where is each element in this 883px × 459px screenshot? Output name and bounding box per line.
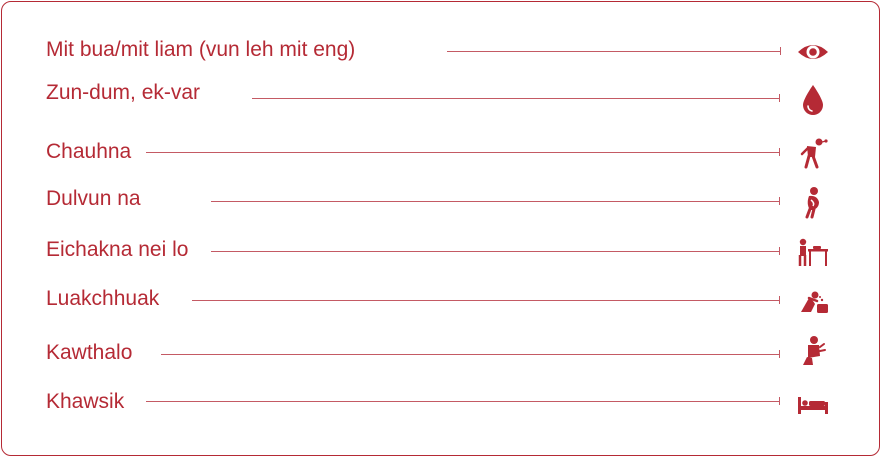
connector-line bbox=[211, 251, 779, 253]
symptom-row: Kawthalo bbox=[0, 336, 883, 380]
symptom-label: Khawsik bbox=[46, 390, 125, 413]
symptom-label: Eichakna nei lo bbox=[46, 238, 189, 261]
symptom-label: Mit bua/mit liam (vun leh mit eng) bbox=[46, 38, 356, 61]
stomach-ache-icon bbox=[795, 184, 831, 220]
connector-line bbox=[252, 98, 779, 100]
connector-line bbox=[161, 354, 779, 356]
connector-end bbox=[779, 94, 781, 102]
symptom-label: Dulvun na bbox=[46, 187, 141, 210]
connector-end bbox=[780, 47, 782, 55]
symptom-row: Dulvun na bbox=[0, 186, 883, 226]
symptom-row: Luakchhuak bbox=[0, 286, 883, 326]
symptom-label: Luakchhuak bbox=[46, 287, 160, 310]
connector-end bbox=[779, 350, 781, 358]
fever-bed-icon bbox=[795, 384, 831, 420]
connector-end bbox=[779, 148, 781, 156]
connector-end bbox=[779, 197, 781, 205]
connector-line bbox=[192, 300, 779, 302]
connector-line bbox=[146, 401, 779, 403]
symptom-row: Zun-dum, ek-var bbox=[0, 80, 883, 120]
connector-line bbox=[146, 152, 779, 154]
eye-icon bbox=[795, 34, 831, 70]
connector-end bbox=[779, 247, 781, 255]
itching-icon bbox=[795, 332, 831, 368]
connector-end bbox=[779, 397, 781, 405]
connector-line bbox=[211, 201, 779, 203]
connector-line bbox=[447, 51, 780, 53]
symptom-label: Kawthalo bbox=[46, 341, 133, 364]
symptom-row: Eichakna nei lo bbox=[0, 237, 883, 277]
no-appetite-icon bbox=[795, 234, 831, 270]
drop-icon bbox=[795, 82, 831, 118]
symptom-row: Khawsik bbox=[0, 389, 883, 429]
vomiting-icon bbox=[795, 282, 831, 318]
symptom-row: Chauhna bbox=[0, 138, 883, 179]
symptom-label: Chauhna bbox=[46, 140, 132, 163]
connector-end bbox=[779, 296, 781, 304]
symptom-label: Zun-dum, ek-var bbox=[46, 81, 201, 104]
weak-person-icon bbox=[795, 135, 831, 171]
symptom-row: Mit bua/mit liam (vun leh mit eng) bbox=[0, 37, 883, 77]
